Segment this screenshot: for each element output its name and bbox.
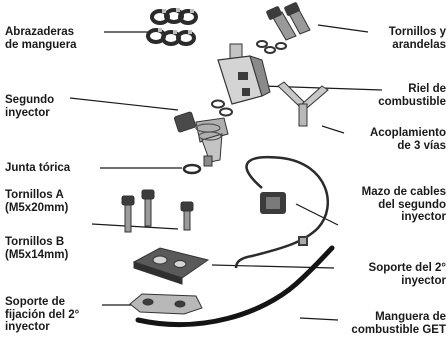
mounting-bracket-icon xyxy=(129,293,203,315)
label-bolts-a: Tornillos A(M5x20mm) xyxy=(5,189,69,214)
leader-manguera xyxy=(299,317,339,321)
leader-tornillos-arandelas xyxy=(317,24,369,33)
bolt-b-icon xyxy=(180,201,194,231)
screws-washers-icon xyxy=(256,2,311,54)
bolts-a-icon xyxy=(121,189,155,233)
leader-mazo xyxy=(295,203,339,226)
label-injector-bracket: Soporte del 2°inyector xyxy=(368,262,446,287)
label-bolts-b: Tornillos B(M5x14mm) xyxy=(5,236,69,261)
wire-harness-icon xyxy=(234,155,329,269)
second-injector-icon xyxy=(173,111,229,167)
leader-tornillos-b xyxy=(91,223,179,230)
label-o-ring: Junta tórica xyxy=(5,162,71,174)
fuel-hose-icon xyxy=(135,245,335,328)
three-way-coupling-icon xyxy=(277,81,329,127)
injector-bracket-icon xyxy=(132,247,210,285)
o-ring-icon xyxy=(182,163,202,175)
hose-clamps-icon xyxy=(146,8,198,46)
leader-acoplamiento xyxy=(321,125,345,134)
leader-segundo-inyector xyxy=(69,97,179,111)
fuel-rail-icon xyxy=(211,43,271,117)
